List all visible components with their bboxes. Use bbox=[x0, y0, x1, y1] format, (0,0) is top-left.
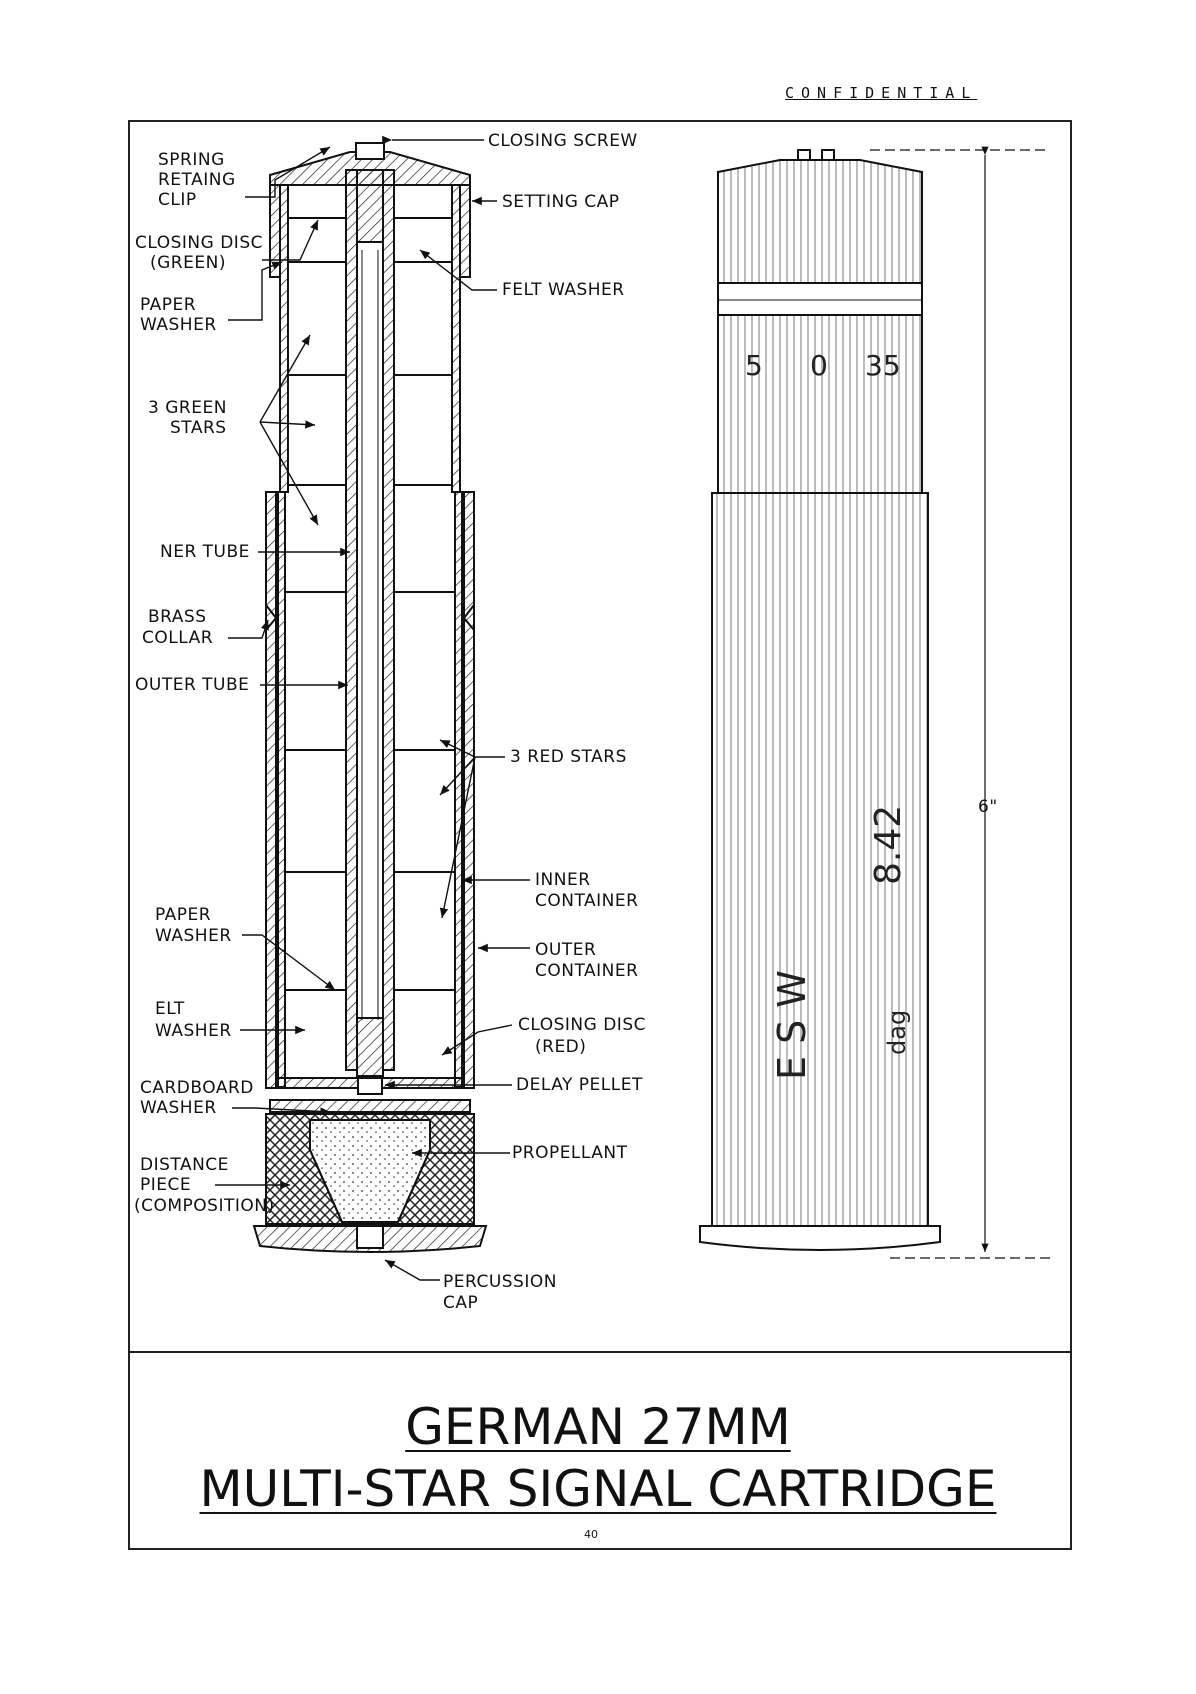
label-closing-screw: CLOSING SCREW bbox=[488, 131, 638, 151]
label-green-stars-1: 3 GREEN bbox=[148, 398, 227, 418]
label-outer-tube: OUTER TUBE bbox=[135, 675, 249, 695]
label-delay-pellet: DELAY PELLET bbox=[516, 1075, 643, 1095]
label-paper-washer-top-1: PAPER bbox=[140, 295, 196, 315]
label-closing-disc-green-2: (GREEN) bbox=[150, 253, 226, 273]
label-distance-piece-2: PIECE bbox=[140, 1175, 191, 1195]
label-spring-clip-3: CLIP bbox=[158, 190, 197, 210]
label-spring-clip-2: RETAING bbox=[158, 170, 236, 190]
label-red-stars: 3 RED STARS bbox=[510, 747, 627, 767]
drawing-frame bbox=[128, 120, 1072, 1550]
label-paper-washer-top-2: WASHER bbox=[140, 315, 217, 335]
label-percussion-cap-2: CAP bbox=[443, 1293, 478, 1313]
marking-esw: E S W bbox=[770, 970, 814, 1080]
label-green-stars-2: STARS bbox=[170, 418, 227, 438]
label-brass-collar-1: BRASS bbox=[148, 607, 207, 627]
title-line-1: GERMAN 27MM bbox=[405, 1398, 791, 1456]
label-paper-washer-bot-2: WASHER bbox=[155, 926, 232, 946]
label-setting-cap: SETTING CAP bbox=[502, 192, 620, 212]
scale-mark-35: 35 bbox=[865, 349, 901, 382]
dimension-label: 6" bbox=[978, 797, 998, 817]
label-felt-washer-top: FELT WASHER bbox=[502, 280, 625, 300]
label-outer-container-1: OUTER bbox=[535, 940, 596, 960]
label-inner-tube: NER TUBE bbox=[160, 542, 250, 562]
title-line-2: MULTI-STAR SIGNAL CARTRIDGE bbox=[199, 1460, 997, 1518]
scale-mark-5: 5 bbox=[745, 349, 763, 382]
marking-number: 8.42 bbox=[868, 805, 909, 885]
label-paper-washer-bot-1: PAPER bbox=[155, 905, 211, 925]
label-felt-washer-bot-1: ELT bbox=[155, 999, 185, 1019]
exterior-view bbox=[699, 146, 1050, 1259]
label-felt-washer-bot-2: WASHER bbox=[155, 1021, 232, 1041]
classification-header: CONFIDENTIAL bbox=[785, 84, 978, 102]
label-closing-disc-red-1: CLOSING DISC bbox=[518, 1015, 646, 1035]
label-distance-piece-1: DISTANCE bbox=[140, 1155, 229, 1175]
label-closing-disc-green-1: CLOSING DISC bbox=[135, 233, 263, 253]
label-inner-container-2: CONTAINER bbox=[535, 891, 638, 911]
sectional-view bbox=[252, 142, 488, 1253]
label-inner-container-1: INNER bbox=[535, 870, 591, 890]
page-number: 40 bbox=[584, 1528, 598, 1541]
scale-mark-0: 0 bbox=[810, 349, 828, 382]
label-cardboard-washer-1: CARDBOARD bbox=[140, 1078, 254, 1098]
label-brass-collar-2: COLLAR bbox=[142, 628, 213, 648]
label-cardboard-washer-2: WASHER bbox=[140, 1098, 217, 1118]
leader-lines bbox=[215, 135, 530, 1281]
label-distance-piece-3: (COMPOSITION) bbox=[134, 1196, 275, 1216]
marking-dag: dag bbox=[883, 1010, 911, 1055]
label-outer-container-2: CONTAINER bbox=[535, 961, 638, 981]
label-percussion-cap-1: PERCUSSION bbox=[443, 1272, 557, 1292]
label-propellant: PROPELLANT bbox=[512, 1143, 628, 1163]
label-spring-clip-1: SPRING bbox=[158, 150, 225, 170]
label-closing-disc-red-2: (RED) bbox=[535, 1037, 586, 1057]
title-divider bbox=[128, 1351, 1072, 1353]
